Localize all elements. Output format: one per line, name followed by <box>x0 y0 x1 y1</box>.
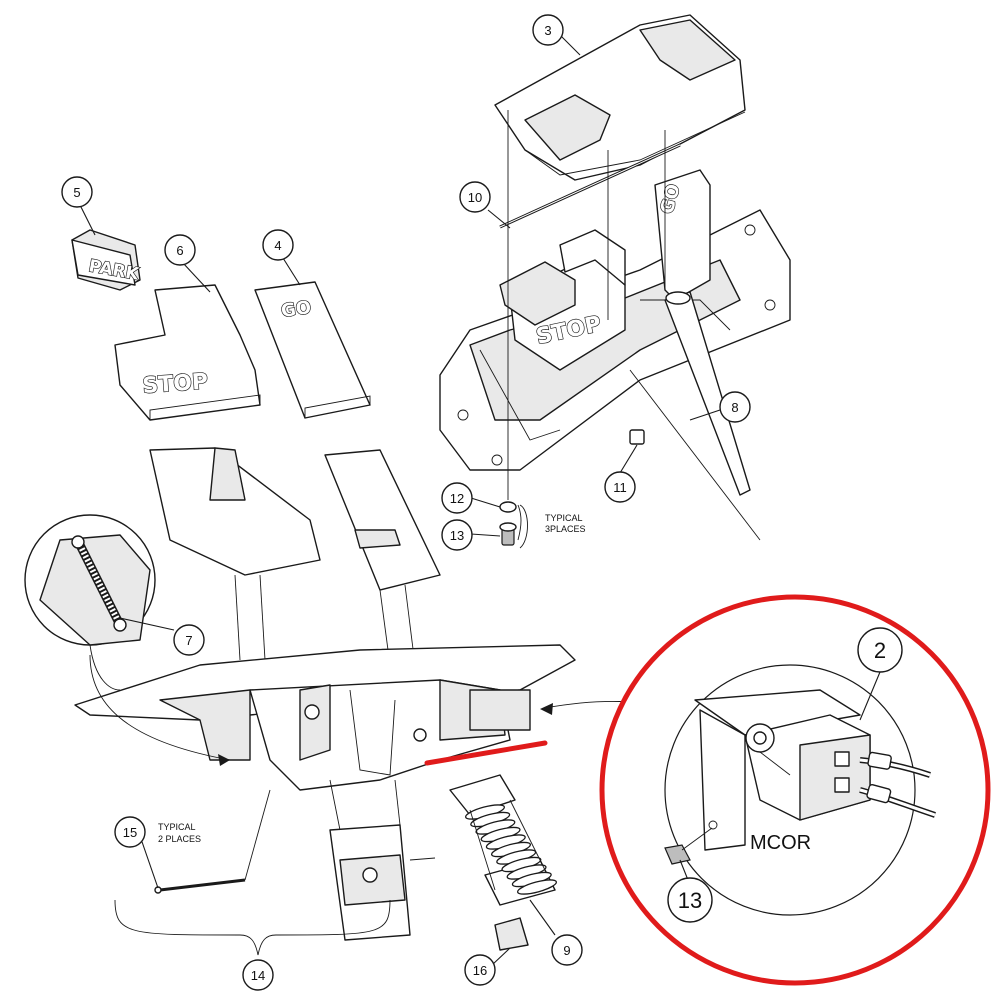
callout-13: 13 <box>441 519 473 551</box>
svg-text:9: 9 <box>563 943 570 958</box>
callout-7: 7 <box>173 624 205 656</box>
leader-lines <box>79 34 881 966</box>
svg-text:14: 14 <box>251 968 265 983</box>
callout-10: 10 <box>459 181 491 213</box>
mcor-bracket <box>699 709 746 851</box>
svg-text:15: 15 <box>123 825 137 840</box>
note-typical-2-line2: 2 PLACES <box>158 834 201 844</box>
mcor-label: MCOR <box>750 832 811 854</box>
spring-coil <box>516 879 558 895</box>
svg-text:2: 2 <box>874 638 886 663</box>
svg-text:13: 13 <box>450 528 464 543</box>
stop-pedal-top-block <box>499 261 576 326</box>
go-cover-label: GO <box>280 297 313 322</box>
callout-6: 6 <box>164 234 196 266</box>
callout-16: 16 <box>464 954 496 986</box>
washer <box>499 501 517 513</box>
svg-text:16: 16 <box>473 963 487 978</box>
callout-14: 14 <box>242 959 274 991</box>
nut <box>629 429 645 445</box>
svg-text:3: 3 <box>544 23 551 38</box>
go-cover: GO <box>254 281 371 419</box>
svg-text:12: 12 <box>450 491 464 506</box>
note-typical-3-line2: 3PLACES <box>545 524 586 534</box>
clip <box>494 917 529 951</box>
note-typical-3: TYPICAL 3PLACES <box>519 504 586 549</box>
note-typical-2-line1: TYPICAL <box>158 822 196 832</box>
bracket-14 <box>114 899 391 956</box>
callout-5: 5 <box>61 176 93 208</box>
svg-text:6: 6 <box>176 243 183 258</box>
go-pedal-arm <box>324 449 441 591</box>
callout-9: 9 <box>551 934 583 966</box>
park-cover: PARK <box>71 229 142 291</box>
svg-text:8: 8 <box>731 400 738 415</box>
spring-assembly <box>449 774 558 951</box>
callout-13-detail: 13 <box>667 877 713 923</box>
spring-inset <box>24 514 156 691</box>
switch-mount <box>469 689 531 731</box>
note-typical-2: TYPICAL 2 PLACES <box>158 822 201 844</box>
svg-text:7: 7 <box>185 633 192 648</box>
callout-8: 8 <box>719 391 751 423</box>
svg-text:11: 11 <box>613 480 627 495</box>
callout-2: 2 <box>857 627 903 673</box>
callout-3: 3 <box>532 14 564 46</box>
stop-cover: STOP <box>114 284 261 421</box>
callout-11: 11 <box>604 471 636 503</box>
callout-12: 12 <box>441 482 473 514</box>
pedal-bracket-assembly <box>74 447 576 941</box>
svg-text:4: 4 <box>274 238 281 253</box>
svg-text:10: 10 <box>468 190 482 205</box>
pedal-housing-assembly: STOP GO <box>439 14 791 546</box>
note-typical-3-line1: TYPICAL <box>545 513 583 523</box>
callout-4: 4 <box>262 229 294 261</box>
highlight-underline <box>424 740 548 766</box>
callout-15: 15 <box>114 816 146 848</box>
stop-cover-label: STOP <box>142 369 209 399</box>
svg-text:5: 5 <box>73 185 80 200</box>
mcor-detail: MCOR <box>599 594 991 986</box>
svg-text:13: 13 <box>678 888 702 913</box>
